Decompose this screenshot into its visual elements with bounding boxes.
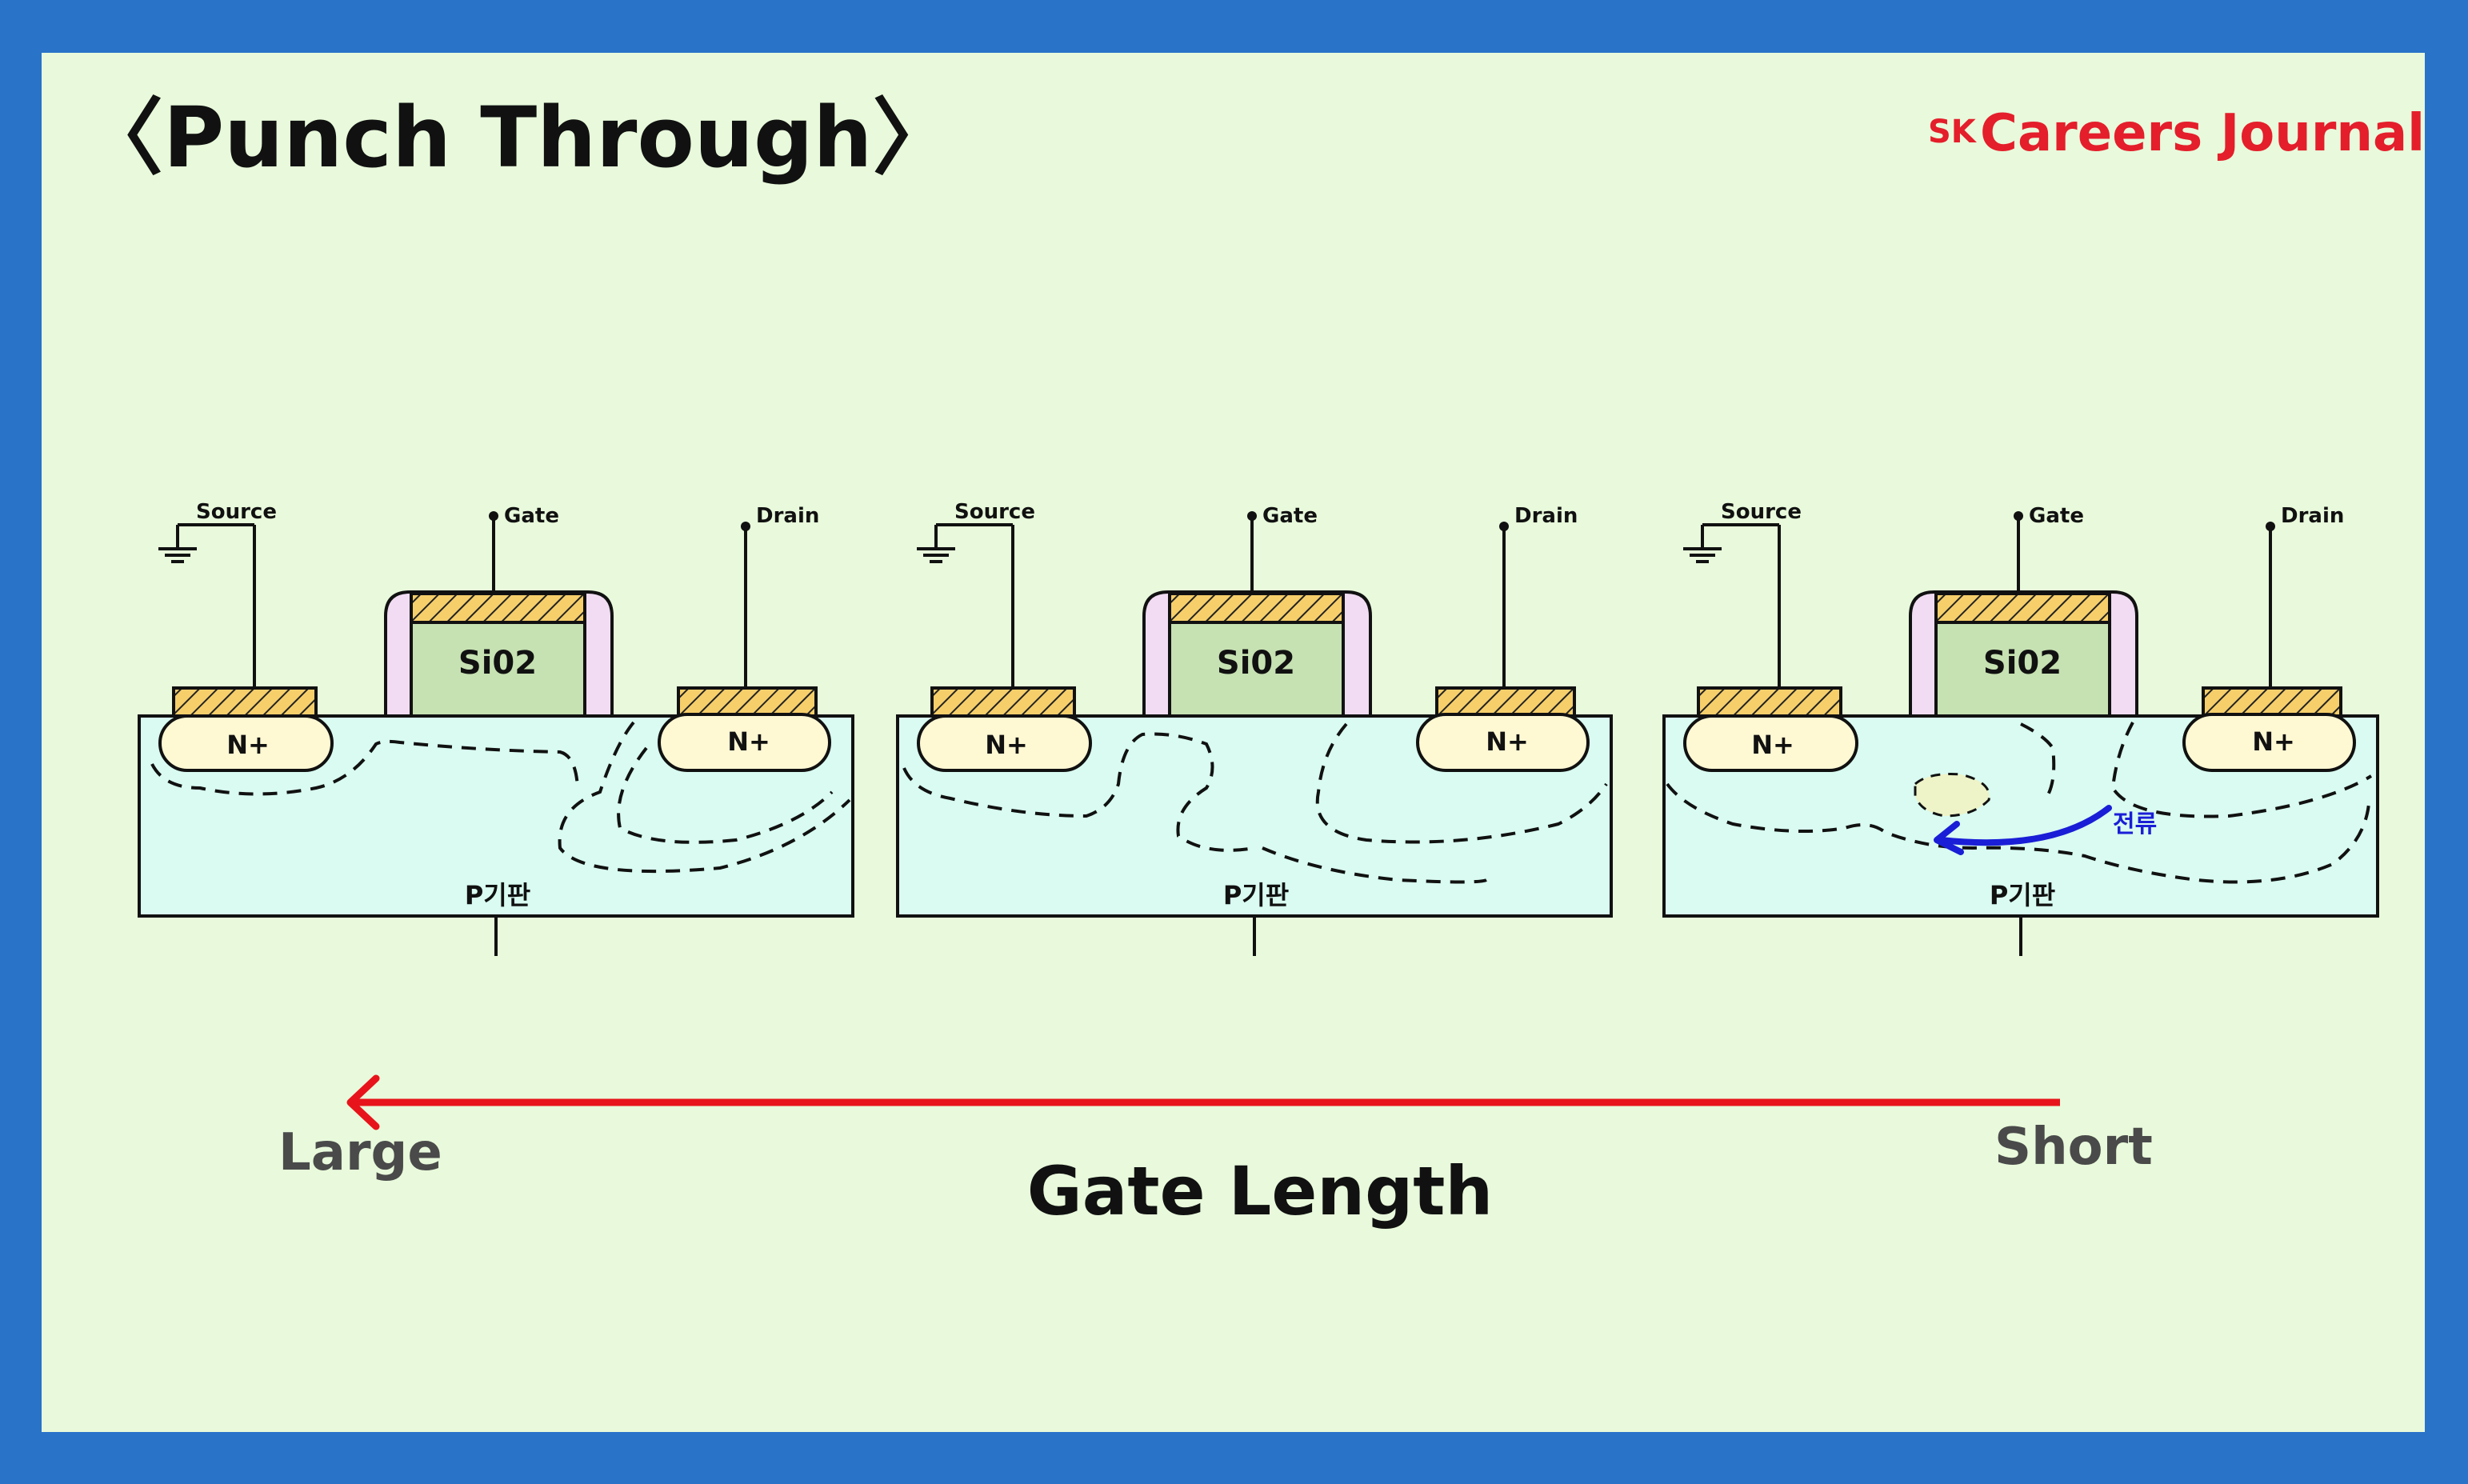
substrate-label: P기판 — [1990, 880, 2055, 910]
n-plus-drain-label: N+ — [727, 726, 770, 757]
drain-terminal-dot — [1499, 522, 1509, 531]
drain-depletion-boundary-inner — [2020, 722, 2056, 802]
source-contact — [1697, 686, 1842, 718]
merged-depletion-boundary — [1666, 782, 2370, 884]
drain-label: Drain — [756, 504, 819, 528]
gate-contact — [1934, 592, 2111, 624]
gate-contact — [1168, 592, 1345, 624]
n-plus-drain-label: N+ — [1486, 726, 1529, 757]
source-label: Source — [1721, 500, 1802, 524]
ground-icon — [158, 547, 197, 563]
drain-contact — [677, 686, 818, 718]
substrate-label: P기판 — [1223, 880, 1289, 910]
oxide-label: Si02 — [1983, 645, 2062, 682]
gate-contact — [410, 592, 586, 624]
oxide-label: Si02 — [458, 645, 537, 682]
drain-terminal-dot — [741, 522, 750, 531]
page-title: 〈Punch Through〉 — [80, 89, 955, 186]
n-plus-drain-region — [658, 713, 831, 772]
drain-depletion-boundary — [558, 721, 851, 874]
n-plus-source-label: N+ — [226, 730, 270, 760]
brand-name: Careers Journal — [1980, 104, 2425, 163]
mosfet-device-2: Si02 N+ N+ Source Gate Drain P기판 — [896, 500, 1613, 956]
gate-terminal-dot — [489, 511, 498, 521]
axis-title: Gate Length — [1027, 1152, 1493, 1230]
n-plus-drain-label: N+ — [2252, 726, 2295, 757]
drain-depletion-boundary-inner — [617, 746, 834, 844]
oxide-label: Si02 — [1217, 645, 1295, 682]
gate-length-arrowhead — [346, 1074, 380, 1130]
source-contact — [930, 686, 1076, 718]
oxide-layer — [410, 621, 586, 718]
channel-pocket — [1914, 773, 1991, 818]
n-plus-drain-region — [2182, 713, 2356, 772]
source-label: Source — [196, 500, 277, 524]
drain-contact — [1435, 686, 1576, 718]
mosfet-device-3: Si02 N+ N+ 전류 Source Gate Drain P기판 — [1662, 500, 2379, 956]
current-arrowhead — [1934, 821, 1964, 855]
axis-right-label: Short — [1994, 1118, 2153, 1177]
gate-label: Gate — [2029, 504, 2084, 528]
current-label: 전류 — [2113, 810, 2157, 838]
n-plus-source-region — [917, 714, 1092, 772]
brand-prefix: SK — [1928, 114, 1978, 150]
substrate-label: P기판 — [465, 880, 530, 910]
drain-terminal-dot — [2266, 522, 2275, 531]
gate-terminal-dot — [2014, 511, 2023, 521]
brand-logo: SK Careers Journal — [1928, 104, 2425, 163]
source-depletion-boundary — [902, 732, 1255, 852]
ground-icon — [917, 547, 955, 563]
drain-label: Drain — [2281, 504, 2344, 528]
n-plus-source-region — [158, 714, 334, 772]
n-plus-drain-region — [1416, 713, 1590, 772]
drain-contact — [2202, 686, 2342, 718]
source-contact — [172, 686, 318, 718]
source-label: Source — [954, 500, 1035, 524]
mosfet-device-1: Si02 N+ N+ Source Gate Drain P기판 — [138, 500, 854, 956]
source-depletion-boundary — [150, 739, 579, 796]
n-plus-source-region — [1683, 714, 1858, 772]
oxide-layer — [1168, 621, 1345, 718]
n-plus-source-label: N+ — [985, 730, 1028, 760]
axis-left-label: Large — [278, 1123, 442, 1182]
drain-label: Drain — [1514, 504, 1578, 528]
gate-terminal-dot — [1247, 511, 1257, 521]
ground-icon — [1683, 547, 1722, 563]
oxide-layer — [1934, 621, 2111, 718]
n-plus-source-label: N+ — [1751, 730, 1794, 760]
gate-label: Gate — [504, 504, 559, 528]
gate-label: Gate — [1262, 504, 1318, 528]
drain-depletion-boundary — [1262, 846, 1487, 884]
current-arrow — [1938, 805, 2112, 846]
drain-depletion-boundary-inner — [1315, 722, 1608, 844]
